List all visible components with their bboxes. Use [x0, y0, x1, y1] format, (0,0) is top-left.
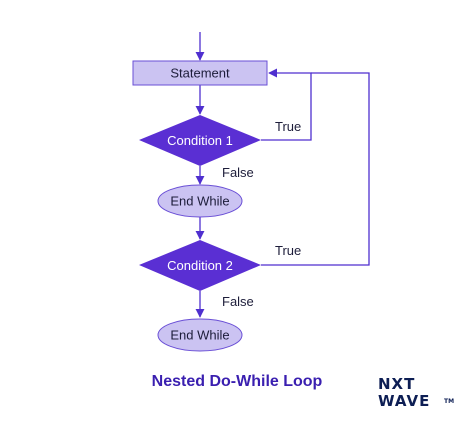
condition1-true-loop-arrow: [261, 68, 312, 141]
condition2-true-loop-arrow: [261, 72, 370, 266]
end-while-2-label: End While: [170, 328, 229, 343]
logo-line-1: NXT: [378, 375, 416, 393]
end-while-1-label: End While: [170, 194, 229, 209]
condition2-false-label: False: [222, 294, 254, 309]
diagram-caption: Nested Do-While Loop: [151, 373, 323, 390]
condition2-label: Condition 2: [167, 258, 233, 273]
logo-trademark: TM: [444, 398, 455, 405]
brand-logo: NXT WAVE TM: [378, 375, 458, 410]
condition1-false-label: False: [222, 165, 254, 180]
statement-label: Statement: [170, 66, 230, 81]
condition1-diamond: [139, 115, 261, 166]
condition1-true-label: True: [275, 119, 301, 134]
end-while-1-oval: [157, 184, 243, 218]
condition1-label: Condition 1: [167, 133, 233, 148]
connectors: [195, 32, 370, 318]
condition2-diamond: [139, 240, 261, 291]
logo-line-2: WAVE: [378, 392, 431, 410]
end-while-2-oval: [157, 318, 243, 352]
condition2-true-label: True: [275, 243, 301, 258]
statement-box: [132, 60, 268, 86]
